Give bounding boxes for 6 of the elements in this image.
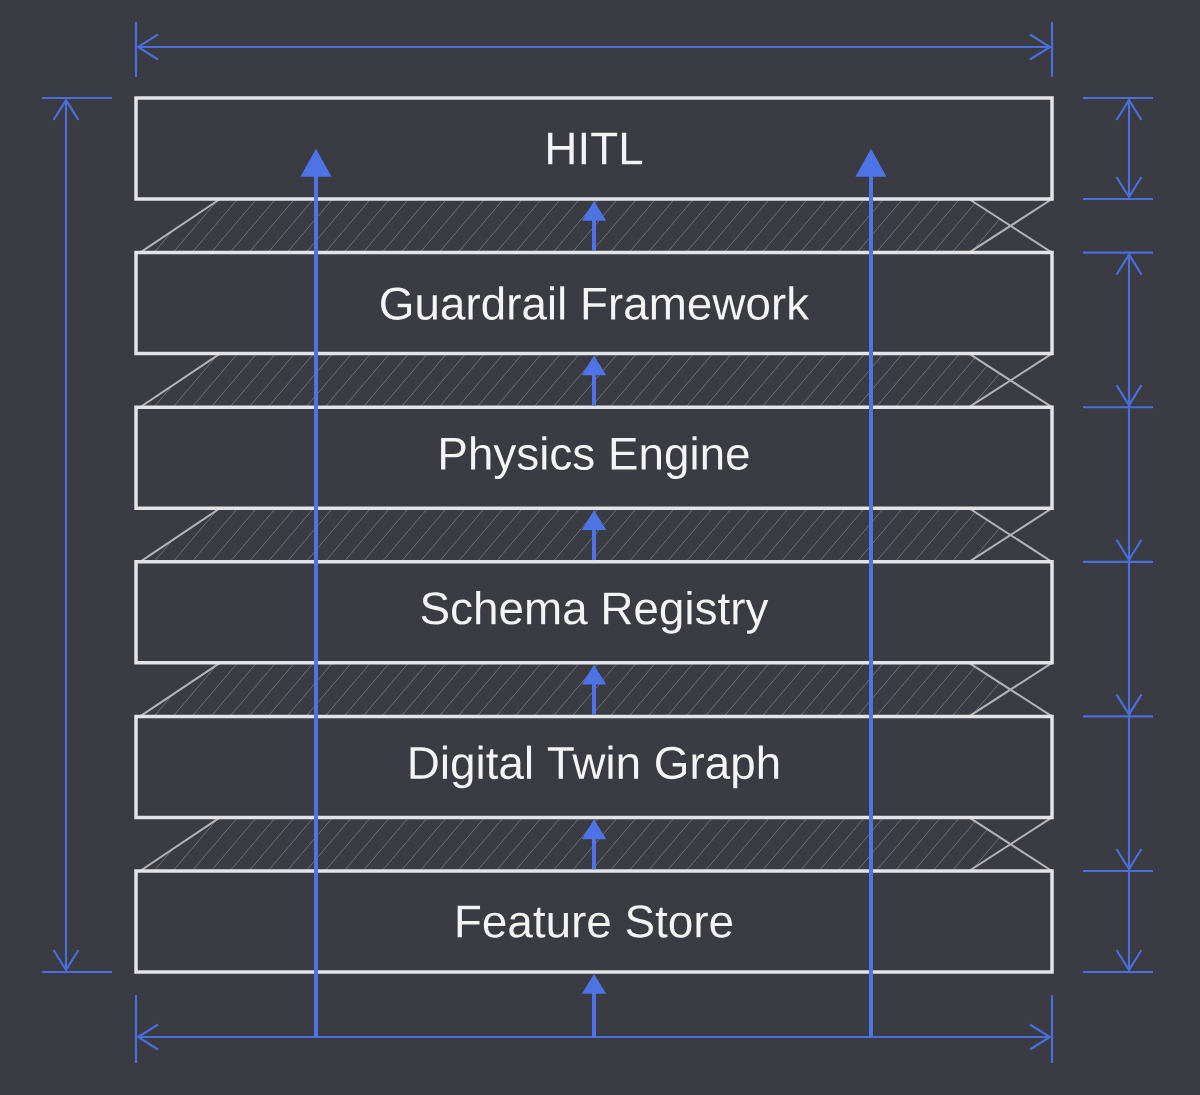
layer-box: Digital Twin Graph	[134, 714, 1054, 820]
layer-box: Physics Engine	[134, 405, 1054, 510]
layer-box: Guardrail Framework	[134, 250, 1054, 356]
layer-box: HITL	[134, 96, 1054, 201]
layer-box: Schema Registry	[134, 560, 1054, 665]
layer-box: Feature Store	[134, 869, 1054, 974]
